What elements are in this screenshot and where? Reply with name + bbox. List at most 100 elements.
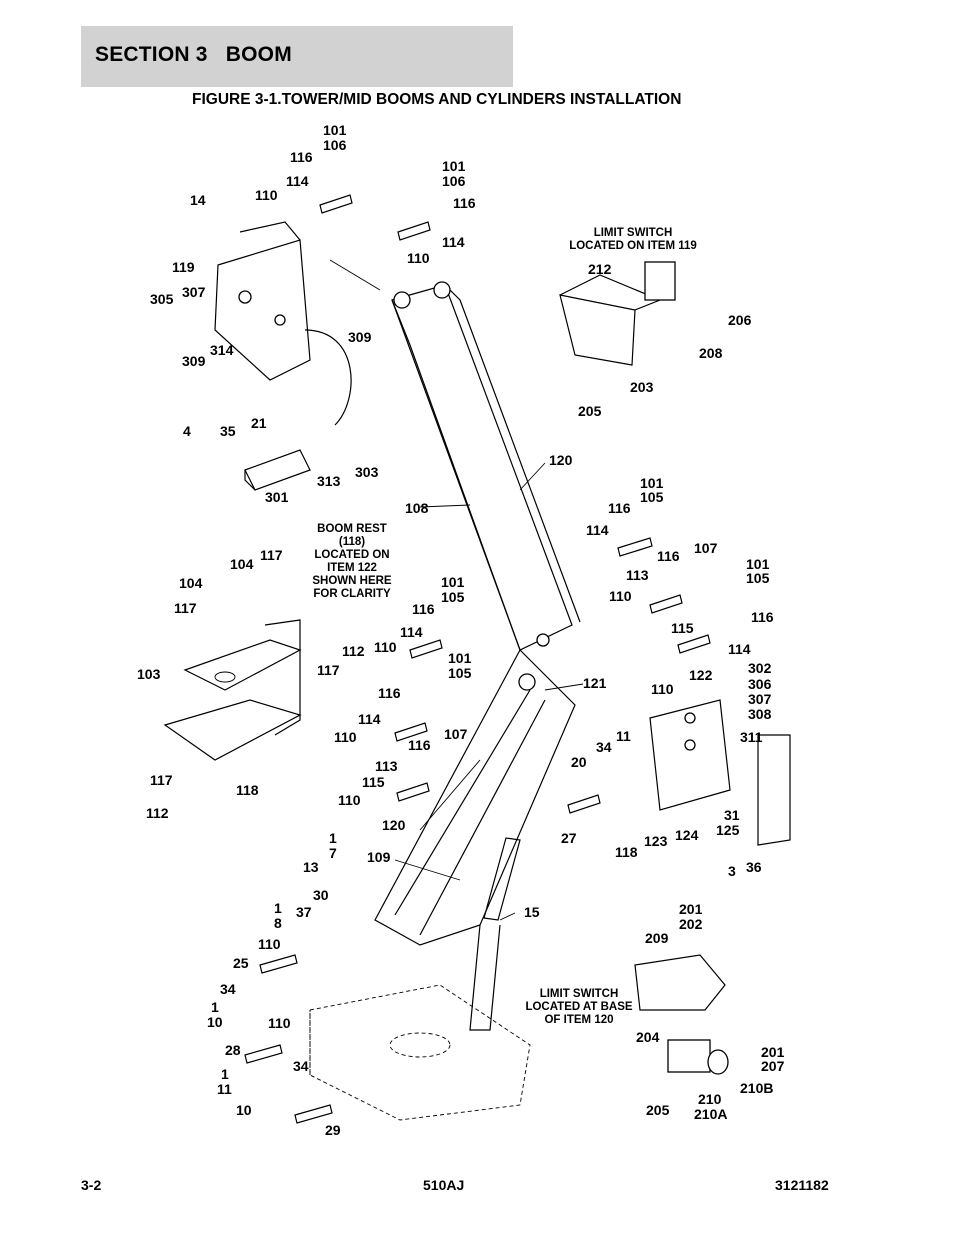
callout: 28 (225, 1042, 241, 1058)
callout: 203 (630, 379, 654, 395)
callout: 114 (358, 711, 381, 727)
note-line: (118) (339, 536, 365, 548)
callout: 123 (644, 833, 668, 849)
callout: 104 (230, 556, 254, 572)
callout: 106 (323, 137, 347, 153)
callout: 118 (615, 844, 638, 860)
callout: 116 (408, 737, 431, 753)
callout: 31 (724, 807, 740, 823)
callout: 117 (150, 772, 173, 788)
callout: 114 (286, 173, 309, 189)
callout: 118 (236, 782, 259, 798)
callout: 208 (699, 345, 723, 361)
callout: 117 (317, 662, 340, 678)
callout: 110 (255, 187, 278, 203)
callout: 13 (303, 859, 319, 875)
callout: 37 (296, 904, 312, 920)
callout: 205 (646, 1102, 670, 1118)
callout: 120 (382, 817, 406, 833)
callout: 204 (636, 1029, 660, 1045)
callout: 313 (317, 473, 341, 489)
callout: 114 (400, 624, 423, 640)
note-line: LOCATED AT BASE (525, 1001, 632, 1013)
callout: 29 (325, 1122, 341, 1138)
callout: 21 (251, 415, 267, 431)
callout: 116 (412, 601, 435, 617)
callout: 34 (596, 739, 612, 755)
callout: 4 (183, 423, 191, 439)
note-line: OF ITEM 120 (544, 1014, 613, 1026)
note-line: ITEM 122 (327, 562, 377, 574)
callout: 110 (407, 250, 430, 266)
note-line: SHOWN HERE (312, 575, 392, 587)
callout: 112 (146, 805, 169, 821)
section-title: SECTION 3 BOOM (95, 43, 292, 66)
callout: 108 (405, 500, 429, 516)
note-line: LIMIT SWITCH (540, 988, 619, 1000)
callout: 105 (448, 665, 472, 681)
note-line: LIMIT SWITCH (594, 227, 673, 239)
callout: 105 (640, 489, 664, 505)
callout: 15 (524, 904, 540, 920)
callout: 122 (689, 667, 713, 683)
model-label: 510AJ (423, 1177, 465, 1193)
callout: 101 (442, 158, 466, 174)
callout: 116 (751, 609, 774, 625)
callout: 201 (761, 1044, 785, 1060)
callout: 106 (442, 173, 466, 189)
note-limit-switch-119: LIMIT SWITCH LOCATED ON ITEM 119 (569, 227, 697, 252)
callout: 36 (746, 859, 762, 875)
callout: 114 (586, 522, 609, 538)
callout: 301 (265, 489, 289, 505)
callout: 114 (728, 641, 751, 657)
callout: 101 (448, 650, 472, 666)
note-line: BOOM REST (317, 523, 387, 535)
callout: 101 (746, 556, 770, 572)
callout: 302 (748, 660, 772, 676)
callout: 209 (645, 930, 669, 946)
note-boom-rest: BOOM REST (118) LOCATED ON ITEM 122 SHOW… (312, 523, 392, 600)
callout: 121 (583, 675, 607, 691)
callout: 124 (675, 827, 699, 843)
callout: 307 (748, 691, 772, 707)
callout: 309 (348, 329, 372, 345)
callout: 34 (293, 1058, 309, 1074)
callout: 110 (258, 936, 281, 952)
callout: 1 (211, 999, 219, 1015)
callout: 101 (640, 475, 664, 491)
callout: 20 (571, 754, 587, 770)
callout: 115 (671, 620, 694, 636)
callout: 30 (313, 887, 329, 903)
note-line: LOCATED ON ITEM 119 (569, 240, 697, 252)
callout: 210A (694, 1106, 727, 1122)
note-limit-switch-120: LIMIT SWITCH LOCATED AT BASE OF ITEM 120 (525, 988, 632, 1026)
callout: 314 (210, 342, 234, 358)
callout: 1 (329, 830, 337, 846)
callout: 207 (761, 1058, 785, 1074)
callout: 110 (268, 1015, 291, 1031)
callout: 110 (338, 792, 361, 808)
boom-line-art (163, 194, 791, 1124)
callout: 1 (221, 1066, 229, 1082)
callout: 7 (329, 845, 337, 861)
callout: 101 (323, 122, 347, 138)
callout: 206 (728, 312, 752, 328)
document-number: 3121182 (775, 1177, 829, 1193)
callout: 110 (334, 729, 357, 745)
callout: 115 (362, 774, 385, 790)
note-line: LOCATED ON (314, 549, 389, 561)
callout: 10 (207, 1014, 223, 1030)
callout: 311 (740, 729, 763, 745)
callout: 205 (578, 403, 602, 419)
callout: 212 (588, 261, 612, 277)
callout: 14 (190, 192, 206, 208)
callout: 210B (740, 1080, 773, 1096)
callout: 201 (679, 901, 703, 917)
callout: 117 (174, 600, 197, 616)
callout: 202 (679, 916, 703, 932)
callout: 34 (220, 981, 236, 997)
callout: 1 (274, 900, 282, 916)
callout: 306 (748, 676, 772, 692)
callout: 35 (220, 423, 236, 439)
